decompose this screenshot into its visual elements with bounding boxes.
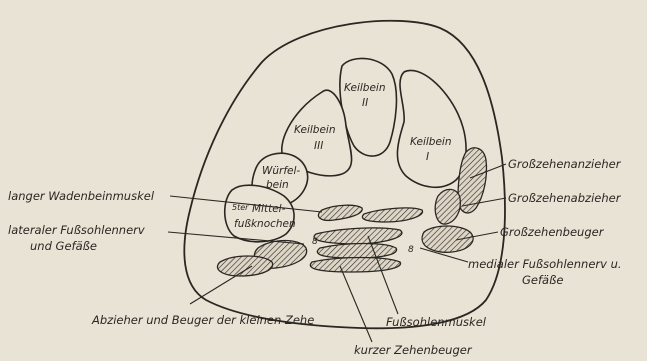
grosszehenabzieher-muscle xyxy=(435,189,460,224)
wuerfelbein-label-2: bein xyxy=(266,179,289,191)
label-grosszehenbeuger: Großzehenbeuger xyxy=(500,225,605,239)
keilbein-i-numeral: I xyxy=(426,151,429,163)
leader-kurzer-zehenbeuger xyxy=(340,266,372,342)
label-medialer-nerv-2: Gefäße xyxy=(522,273,563,287)
abzieher-beuger-muscle-b xyxy=(217,256,272,276)
muscle-strip-upper-right xyxy=(362,208,422,222)
label-langer-wadenbeinmuskel: langer Wadenbeinmuskel xyxy=(8,189,155,203)
keilbein-ii-label: Keilbein xyxy=(344,82,386,94)
wuerfelbein-label: Würfel- xyxy=(262,165,300,177)
fusssohlenmuskel-muscle xyxy=(317,244,396,259)
mittelfussknochen-label: Mittel- xyxy=(252,203,286,215)
label-grosszehenanzieher: Großzehenanzieher xyxy=(508,157,622,171)
mittelfussknochen-label-2: fußknochen xyxy=(234,218,296,230)
grosszehenbeuger-muscle xyxy=(422,226,473,252)
keilbein-iii-label: Keilbein xyxy=(294,124,336,136)
label-fusssohlenmuskel: Fußsohlenmuskel xyxy=(386,315,487,329)
label-lateraler-nerv-2: und Gefäße xyxy=(30,239,97,253)
keilbein-i-bone xyxy=(397,70,466,187)
label-kurzer-zehenbeuger: kurzer Zehenbeuger xyxy=(354,343,473,357)
label-grosszehenabzieher: Großzehenabzieher xyxy=(508,191,622,205)
langer-wadenbeinmuskel-muscle xyxy=(318,205,362,220)
keilbein-i-label: Keilbein xyxy=(410,136,452,148)
muscle-strip-middle xyxy=(314,228,402,244)
inline-mark-b: 8 xyxy=(408,245,414,255)
kurzer-zehenbeuger-muscle xyxy=(310,258,400,273)
mittelfussknochen-number: 5ter xyxy=(232,203,249,212)
label-medialer-nerv: medialer Fußsohlennerv u. xyxy=(468,257,622,271)
label-lateraler-nerv: lateraler Fußsohlennerv xyxy=(8,223,145,237)
keilbein-iii-numeral: III xyxy=(314,140,323,152)
inline-mark-a: 8 xyxy=(312,237,318,247)
keilbein-ii-numeral: II xyxy=(362,97,368,109)
label-abzieher-beuger: Abzieher und Beuger der kleinen Zehe xyxy=(91,313,314,327)
